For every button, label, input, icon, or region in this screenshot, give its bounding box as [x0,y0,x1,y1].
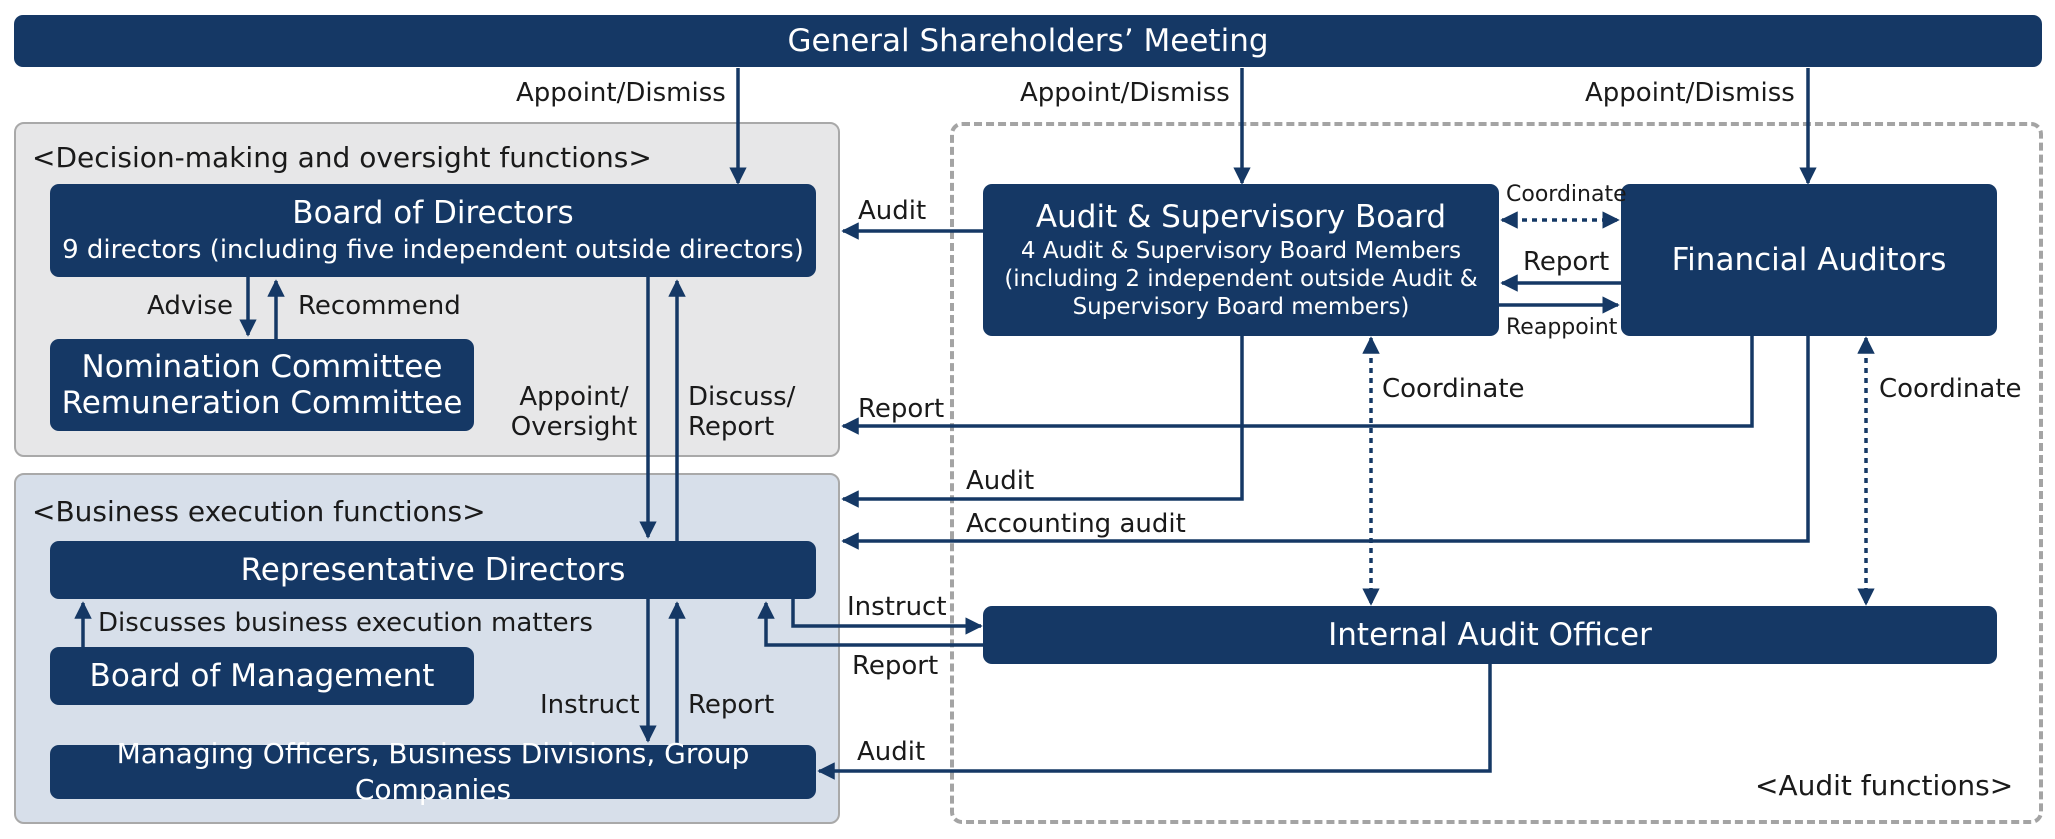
execution-section-title: <Business execution functions> [32,495,486,528]
label-appoint-dismiss-asb: Appoint/Dismiss [1020,78,1230,108]
label-discuss-report: Discuss/ Report [688,382,795,442]
label-discuss-report-line1: Discuss/ [688,382,796,412]
arrow-rd-instruct-iao [791,599,983,635]
label-appoint-oversight-line2: Oversight [510,412,638,442]
label-report-oversight: Report [858,394,945,424]
label-discuss-report-line2: Report [688,412,775,442]
audit-section-title: <Audit functions> [1755,769,2014,802]
board-of-directors-box: Board of Directors 9 directors (includin… [50,184,816,277]
mo-title: Managing Officers, Business Divisions, G… [116,737,750,806]
label-audit-execution: Audit [966,466,1035,496]
general-shareholders-meeting: General Shareholders’ Meeting [14,15,2042,67]
arrow-fa-accounting-audit [841,336,1810,550]
label-appoint-dismiss-fa: Appoint/Dismiss [1585,78,1795,108]
bom-title: Board of Management [89,658,435,694]
committees-box: Nomination Committee Remuneration Commit… [50,339,474,431]
label-recommend: Recommend [298,291,461,321]
iao-title: Internal Audit Officer [1328,617,1652,653]
label-appoint-dismiss-bod: Appoint/Dismiss [516,78,726,108]
label-coordinate-right: Coordinate [1879,374,2022,404]
oversight-section-title: <Decision-making and oversight functions… [32,141,652,174]
financial-auditors-box: Financial Auditors [1621,184,1997,336]
label-reappoint: Reappoint [1506,315,1618,340]
label-appoint-oversight-line1: Appoint/ [519,382,629,412]
label-report-mo: Report [688,690,775,720]
arrow-fa-report-oversight [841,336,1754,435]
label-discusses-business: Discusses business execution matters [98,608,593,638]
label-report-fa: Report [1523,247,1610,277]
board-of-management-box: Board of Management [50,647,474,705]
fa-title: Financial Auditors [1671,242,1947,278]
managing-officers-box: Managing Officers, Business Divisions, G… [50,737,816,806]
representative-directors-box: Representative Directors [50,541,816,599]
label-audit-bod: Audit [858,196,927,226]
label-appoint-oversight: Appoint/ Oversight [506,382,642,442]
rd-title: Representative Directors [240,552,626,588]
bod-title: Board of Directors [292,195,574,231]
asb-line1: 4 Audit & Supervisory Board Members [1020,238,1462,264]
arrow-iao-report-rd [757,601,984,647]
label-coordinate-top: Coordinate [1506,182,1627,207]
remuneration-committee-label: Remuneration Committee [61,385,463,421]
bod-subtitle: 9 directors (including five independent … [62,235,804,265]
gsm-title: General Shareholders’ Meeting [787,23,1269,59]
internal-audit-officer-box: Internal Audit Officer [983,606,1997,664]
asb-title: Audit & Supervisory Board [1035,199,1447,235]
label-audit-mo: Audit [857,737,926,767]
nomination-committee-label: Nomination Committee [81,349,443,385]
asb-line3: Supervisory Board members) [1072,294,1410,320]
label-advise: Advise [147,291,233,321]
audit-panel [950,122,2043,824]
label-accounting-audit: Accounting audit [966,509,1186,539]
label-instruct-iao: Instruct [847,592,947,622]
arrow-asb-audit-execution [841,336,1244,508]
audit-supervisory-board-box: Audit & Supervisory Board 4 Audit & Supe… [983,184,1499,336]
label-instruct-mo: Instruct [540,690,640,720]
arrow-iao-audit-mo [817,664,1492,780]
label-report-iao: Report [852,651,939,681]
asb-line2: (including 2 independent outside Audit & [1004,266,1478,292]
label-coordinate-mid: Coordinate [1382,374,1525,404]
